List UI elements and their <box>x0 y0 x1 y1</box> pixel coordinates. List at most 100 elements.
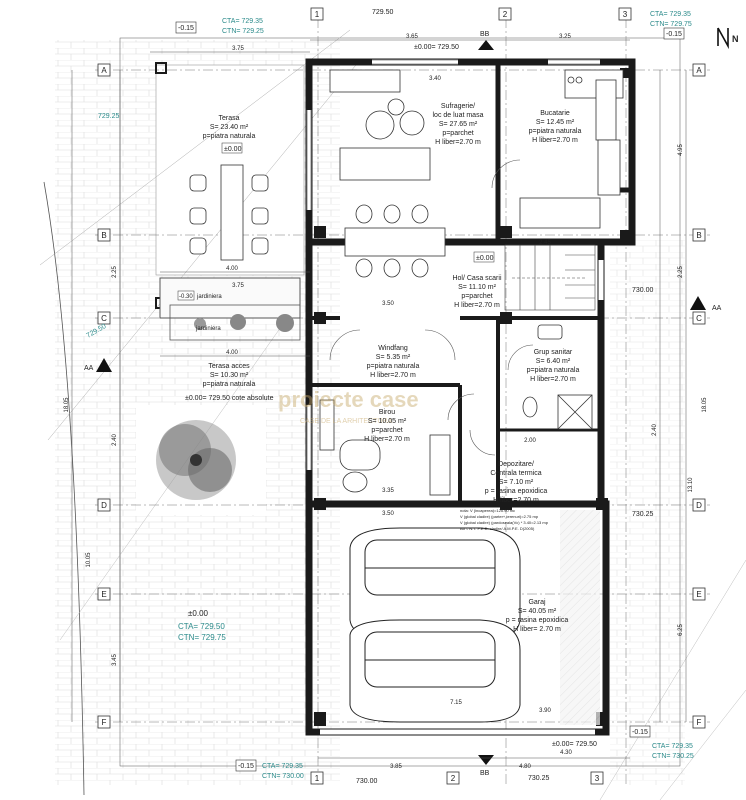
room-sufragerie-name2: loc de luat masa <box>433 112 484 119</box>
room-hol-height: H liber=2.70 m <box>454 302 500 309</box>
site-paving-right <box>610 240 685 785</box>
hall-zero-level: ±0.00 <box>476 255 494 262</box>
section-bb-top: BB <box>480 31 490 38</box>
grid-row-c-right: C <box>696 314 702 323</box>
note-line-3: V (global cladire) (pardoseala(Vc) * 3.4… <box>460 520 549 525</box>
grid-row-e-right: E <box>696 590 701 599</box>
room-depozitare-floor: p = rasina epoxidica <box>485 488 548 495</box>
dim-4-00-b: 4.00 <box>226 350 238 356</box>
dim-6-25: 6.25 <box>678 624 684 636</box>
dim-3-75-b: 3.75 <box>232 283 244 289</box>
dim-3-50-b: 3.50 <box>382 511 394 517</box>
room-terasa-acces-area: S= 10.30 m² <box>210 372 249 379</box>
dim-2-25: 2.25 <box>678 266 684 278</box>
grid-col-3-bottom: 3 <box>595 774 600 783</box>
tree-icon <box>156 420 236 500</box>
dim-3-35: 3.35 <box>382 488 394 494</box>
top-right-ctn: CTN= 729.75 <box>650 21 692 28</box>
planter-label-1: jardiniera <box>196 294 222 300</box>
room-birou-floor: p=parchet <box>371 427 402 434</box>
room-grup-name: Grup sanitar <box>534 349 573 356</box>
bottom-left-level: -0.15 <box>238 763 254 770</box>
contour-line <box>659 689 746 800</box>
room-bucatarie-area: S= 12.45 m² <box>536 119 575 126</box>
dimension-lines <box>71 39 687 759</box>
room-hol-floor: p=parchet <box>461 293 492 300</box>
room-sufragerie-area: S= 27.65 m² <box>439 121 478 128</box>
top-right-cta: CTA= 729.35 <box>650 11 691 18</box>
room-windfang-floor: p=piatra naturala <box>367 363 420 370</box>
north-arrow-icon: N <box>717 27 739 50</box>
room-grup-area: S= 6.40 m² <box>536 358 571 365</box>
dim-3-65: 3.65 <box>406 34 418 40</box>
dim-3-25: 3.25 <box>559 34 571 40</box>
grid-row-a-left: A <box>101 66 107 75</box>
bottom-left-cta: CTA= 729.35 <box>262 763 303 770</box>
top-left-ctn: CTN= 729.25 <box>222 28 264 35</box>
room-grup-height: H liber=2.70 m <box>530 376 576 383</box>
openings <box>306 59 604 735</box>
room-garaj-floor: p = rasina epoxidica <box>506 617 569 624</box>
bottom-right-level: -0.15 <box>632 729 648 736</box>
room-terasa-acces-floor: p=piatra naturala <box>203 381 256 388</box>
shrub-icons <box>194 314 294 332</box>
dim-4-00: 4.00 <box>226 266 238 272</box>
room-terasa-area: S= 23.40 m² <box>210 124 249 131</box>
room-bucatarie-name: Bucatarie <box>540 110 570 117</box>
dim-18-05-right: 18.05 <box>702 397 708 413</box>
top-dim-729-50: 729.50 <box>372 9 394 16</box>
room-terasa-floor: p=piatra naturala <box>203 133 256 140</box>
room-windfang-name: Windfang <box>378 345 408 352</box>
bottom-730-25: 730.25 <box>528 775 550 782</box>
bottom-left-ctn: CTN= 730.00 <box>262 773 304 780</box>
planter-label-2: jardiniera <box>195 326 221 332</box>
dim-3-85: 3.85 <box>390 764 402 770</box>
room-hol-name: Hol/ Casa scarii <box>452 275 501 282</box>
room-sufragerie-name: Sufragerie/ <box>441 103 475 110</box>
grid-row-d-right: D <box>696 501 702 510</box>
top-right-level: -0.15 <box>666 31 682 38</box>
room-terasa-acces-name: Terasa acces <box>208 363 250 370</box>
yard-ctn: CTN= 729.75 <box>178 633 226 642</box>
grid-bubbles <box>97 7 706 785</box>
garage-car-2 <box>349 619 521 723</box>
dim-2-45: 2.45 <box>539 240 551 246</box>
grid-row-f-left: F <box>102 718 107 727</box>
staircase <box>504 244 596 311</box>
grid-col-1-top: 1 <box>315 10 320 19</box>
grid-col-3-top: 3 <box>623 10 628 19</box>
yard-zero-level: ±0.00 <box>188 609 209 618</box>
room-garaj-area: S= 40.05 m² <box>518 608 557 615</box>
section-aa-right: AA <box>712 305 722 312</box>
note-line-1: nota: V (incaperea)=125.90 mc <box>460 508 515 513</box>
watermark-text: proiecte case <box>278 387 419 412</box>
grid-col-2-top: 2 <box>503 10 508 19</box>
terrace-dining-set <box>189 164 269 261</box>
room-birou-height: H liber=2.70 m <box>364 436 410 443</box>
bottom-zero-level: ±0.00= 729.50 <box>552 741 597 748</box>
left-level-729-25: 729.25 <box>98 113 120 120</box>
section-markers <box>96 40 706 765</box>
office-furniture <box>319 399 451 496</box>
dim-7-15: 7.15 <box>450 700 462 706</box>
room-depozitare-name: Depozitare/ <box>498 461 534 468</box>
north-label: N <box>732 34 739 44</box>
grid-row-b-left: B <box>101 231 106 240</box>
room-garaj-height: H liber= 2.70 m <box>513 626 561 633</box>
section-aa-left: AA <box>84 365 94 372</box>
contour-line <box>599 559 746 800</box>
grid-row-b-right: B <box>696 231 701 240</box>
room-sufragerie-height: H liber=2.70 m <box>435 139 481 146</box>
room-garaj-name: Garaj <box>528 599 546 606</box>
dim-3-40: 3.40 <box>429 76 441 82</box>
grid-labels: 1 2 3 1 2 3 A B C D E F A B C D E F <box>101 10 702 783</box>
grid-row-f-right: F <box>697 718 702 727</box>
grid-row-c-left: C <box>101 314 107 323</box>
room-depozitare-area: S= 7.10 m² <box>499 479 534 486</box>
right-level-730-00: 730.00 <box>632 287 654 294</box>
room-bucatarie-floor: p=piatra naturala <box>529 128 582 135</box>
room-windfang-area: S= 5.35 m² <box>376 354 411 361</box>
note-line-2: V (global cladire) (parter+ terenuri)=2.… <box>460 514 539 519</box>
watermark-subtext: CASE DE LA ARHITECTURA <box>300 418 393 425</box>
